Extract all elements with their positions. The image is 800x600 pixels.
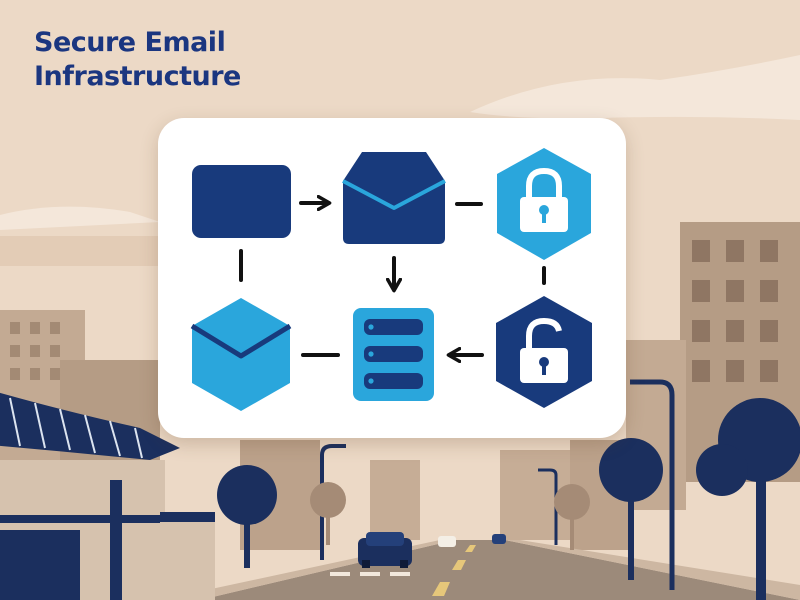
window <box>760 280 778 302</box>
cloud <box>0 206 160 230</box>
traditional-gate <box>0 392 215 600</box>
window <box>30 345 40 357</box>
road <box>200 540 800 600</box>
diagram-card <box>158 118 626 438</box>
window <box>692 360 710 382</box>
window <box>726 280 744 302</box>
window <box>760 240 778 262</box>
building <box>370 460 420 540</box>
window <box>10 368 20 380</box>
car <box>438 536 456 547</box>
window <box>726 320 744 342</box>
lane-marking <box>452 560 466 570</box>
crosswalk-stripe <box>390 572 410 576</box>
window <box>760 360 778 382</box>
tree <box>554 484 590 550</box>
window <box>692 320 710 342</box>
flow-diagram <box>190 148 592 411</box>
tree <box>310 482 346 545</box>
window <box>10 322 20 334</box>
window <box>30 322 40 334</box>
server-icon <box>353 308 434 401</box>
tree <box>599 438 663 580</box>
open-envelope-icon <box>342 152 446 244</box>
lane-marking <box>465 545 476 552</box>
window <box>726 360 744 382</box>
window <box>30 368 40 380</box>
padlock-open-icon <box>496 296 592 408</box>
background-building <box>0 236 160 266</box>
crosswalk-stripe <box>330 572 350 576</box>
window <box>50 322 60 334</box>
window <box>692 280 710 302</box>
window <box>760 320 778 342</box>
window <box>10 345 20 357</box>
envelope-hexagon-icon <box>190 298 292 411</box>
window <box>692 240 710 262</box>
cloud <box>470 55 800 120</box>
car <box>358 532 412 568</box>
padlock-closed-icon <box>497 148 591 260</box>
page-title: Secure Email Infrastructure <box>34 26 241 94</box>
window <box>50 345 60 357</box>
tree <box>696 398 800 600</box>
title-line-2: Infrastructure <box>34 61 241 92</box>
title-line-1: Secure Email <box>34 27 226 58</box>
lane-marking <box>432 582 450 596</box>
crosswalk-stripe <box>360 572 380 576</box>
street-lamp <box>630 379 675 590</box>
message-block <box>192 165 291 238</box>
sidewalk <box>505 540 800 600</box>
tree <box>217 465 277 568</box>
window <box>726 240 744 262</box>
street-lamp <box>320 444 346 560</box>
street-lamp <box>538 468 558 545</box>
window <box>50 368 60 380</box>
car <box>492 534 506 544</box>
